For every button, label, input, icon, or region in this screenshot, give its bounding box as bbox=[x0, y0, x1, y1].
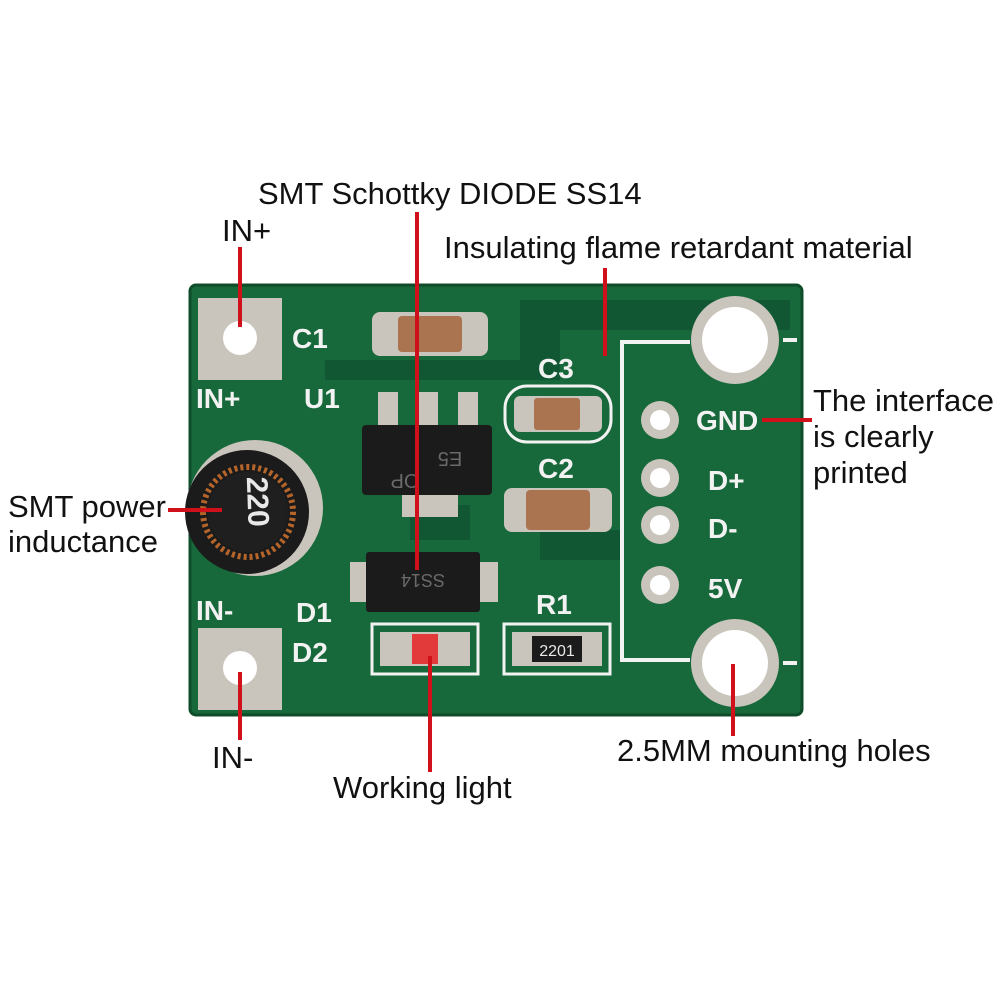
callout-mounting: 2.5MM mounting holes bbox=[617, 733, 931, 768]
c3-outline bbox=[503, 384, 613, 444]
callout-interface-1: The interface bbox=[813, 383, 994, 418]
silk-in-minus: IN- bbox=[196, 595, 233, 626]
callout-inductance-2: inductance bbox=[8, 524, 158, 559]
leader-in-minus bbox=[238, 672, 242, 740]
inductor-marking: 220 bbox=[240, 476, 275, 527]
u1-tab bbox=[402, 495, 458, 517]
copper-trace bbox=[325, 300, 790, 380]
silk-u1: U1 bbox=[304, 383, 340, 414]
c1-capacitor bbox=[398, 316, 462, 352]
in-plus-hole bbox=[223, 321, 257, 355]
mounting-hole-top bbox=[702, 307, 768, 373]
silk-d2: D2 bbox=[292, 637, 328, 668]
mounting-hole-bottom bbox=[702, 630, 768, 696]
leader-in-plus bbox=[238, 247, 242, 327]
leader-mounting bbox=[731, 664, 735, 736]
callout-inductance-1: SMT power bbox=[8, 489, 166, 524]
d-plus-pin-hole bbox=[650, 468, 670, 488]
resistor-marking: 2201 bbox=[539, 643, 575, 660]
callout-interface-3: printed bbox=[813, 455, 908, 490]
silk-c3: C3 bbox=[538, 353, 574, 384]
callout-insulating: Insulating flame retardant material bbox=[444, 230, 913, 265]
callout-in-minus: IN- bbox=[212, 740, 254, 775]
silk-c2: C2 bbox=[538, 453, 574, 484]
u1-pin bbox=[378, 392, 398, 428]
u1-chip bbox=[362, 425, 492, 495]
leader-insulating bbox=[603, 268, 607, 356]
in-minus-hole bbox=[223, 651, 257, 685]
leader-schottky bbox=[415, 212, 419, 570]
silk-gnd: GND bbox=[696, 405, 758, 436]
c2-capacitor bbox=[526, 490, 590, 530]
pcb-board bbox=[190, 285, 802, 715]
mounting-mark bbox=[783, 661, 797, 665]
leader-inductance bbox=[168, 508, 222, 512]
leader-working bbox=[428, 656, 432, 772]
gnd-pin-hole bbox=[650, 410, 670, 430]
callout-schottky: SMT Schottky DIODE SS14 bbox=[258, 176, 642, 211]
callout-in-plus: IN+ bbox=[222, 213, 272, 248]
inductor-winding bbox=[200, 464, 296, 560]
r1-resistor bbox=[532, 636, 582, 662]
u1-pin bbox=[458, 392, 478, 428]
r1-outline bbox=[502, 622, 612, 676]
d-minus-pin-hole bbox=[650, 515, 670, 535]
inductor-top bbox=[208, 472, 288, 552]
silk-c1: C1 bbox=[292, 323, 328, 354]
d2-outline bbox=[370, 622, 480, 676]
d2-led bbox=[412, 634, 438, 664]
leader-interface bbox=[762, 418, 812, 422]
callout-interface-2: is clearly bbox=[813, 419, 934, 454]
callout-working: Working light bbox=[333, 770, 512, 805]
copper-trace bbox=[540, 530, 620, 560]
silk-d-minus: D- bbox=[708, 513, 738, 544]
mounting-mark bbox=[783, 338, 797, 342]
d1-diode bbox=[366, 552, 480, 612]
silk-in-plus: IN+ bbox=[196, 383, 240, 414]
silk-r1: R1 bbox=[536, 589, 572, 620]
5v-pin-hole bbox=[650, 575, 670, 595]
diode-marking: SS14 bbox=[401, 570, 445, 590]
silk-5v: 5V bbox=[708, 573, 743, 604]
u1-pin bbox=[418, 392, 438, 428]
u1-marking-1: E5 bbox=[438, 447, 462, 469]
u1-marking-2: OP bbox=[391, 469, 420, 491]
silk-d-plus: D+ bbox=[708, 465, 745, 496]
c3-capacitor bbox=[534, 398, 580, 430]
silk-d1: D1 bbox=[296, 597, 332, 628]
connector-outline bbox=[620, 340, 690, 662]
